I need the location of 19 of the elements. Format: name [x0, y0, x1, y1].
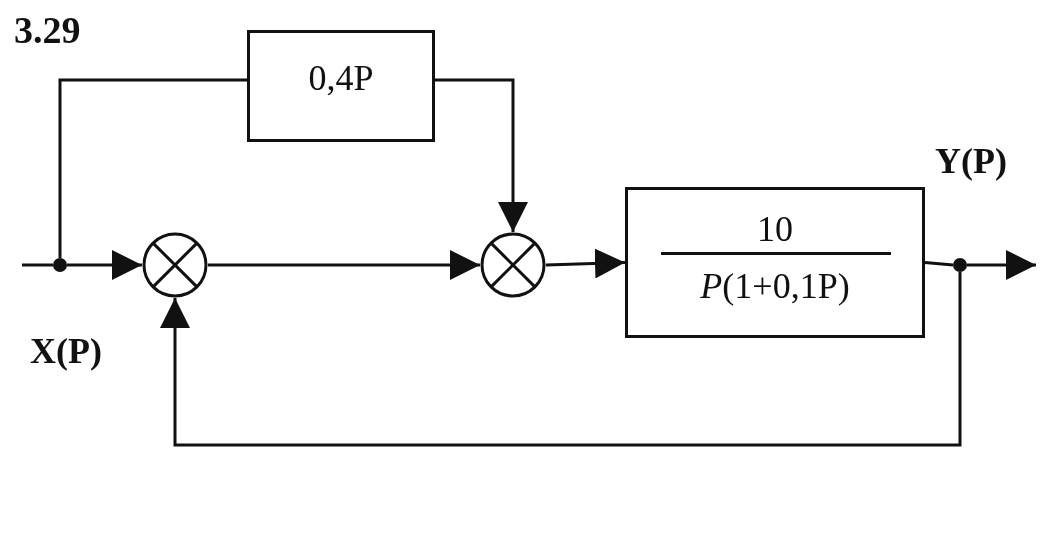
connector-line — [924, 261, 954, 267]
arrow — [67, 250, 142, 280]
arrow — [545, 248, 626, 279]
arrow — [208, 250, 480, 280]
fraction-denominator: P(1+0,1P) — [699, 265, 851, 307]
gain-block — [247, 30, 435, 142]
arrow — [967, 250, 1036, 280]
connector-line — [58, 78, 247, 258]
connector-line — [22, 263, 53, 267]
figure-number: 3.29 — [14, 8, 81, 52]
signal-label: X(P) — [30, 330, 102, 372]
block-formula: 0,4P — [307, 57, 375, 99]
arrow — [435, 78, 528, 232]
branch-point — [53, 258, 67, 272]
arrow — [160, 272, 962, 447]
signal-label: Y(P) — [935, 140, 1007, 182]
fraction-numerator: 10 — [756, 208, 794, 250]
branch-point — [953, 258, 967, 272]
transfer-function-block — [625, 187, 925, 338]
